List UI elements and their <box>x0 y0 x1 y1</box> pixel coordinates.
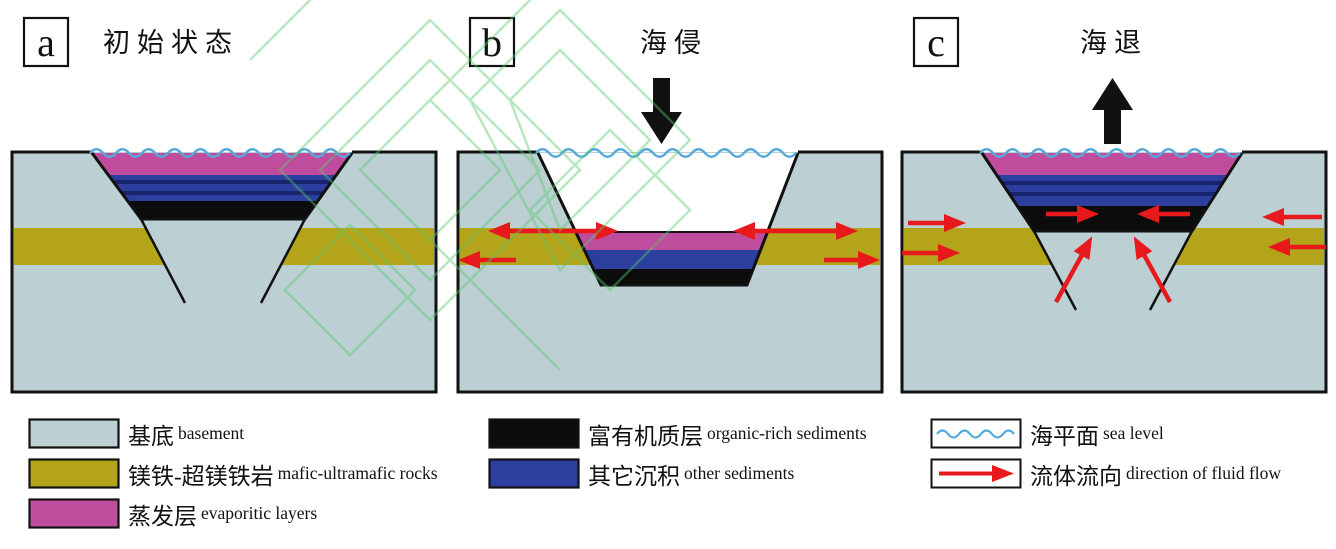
fluid-flow-swatch <box>930 458 1022 489</box>
sediment-stripe <box>982 181 1242 185</box>
panel-a: a 初始状态 <box>10 16 438 394</box>
basement-outline <box>456 150 884 394</box>
sea-level-wave <box>936 429 1015 439</box>
panel-c-letter: c <box>927 20 945 65</box>
legend-column-2: 富有机质层 organic-rich sediments 其它沉积 other … <box>488 418 867 498</box>
sea-level-line <box>535 148 797 158</box>
fluid-flow-arrow <box>1054 236 1093 304</box>
feeder-conduit <box>139 218 307 304</box>
sediment-stripe <box>92 180 352 184</box>
legend-basement-en: basement <box>178 423 245 443</box>
panel-a-title: 初始状态 <box>103 28 239 58</box>
fluid-flow-arrows <box>458 222 880 269</box>
basin-outline <box>980 152 1244 233</box>
other-sediments-swatch <box>488 458 580 489</box>
other-sediments-layer <box>982 175 1242 206</box>
panel-b-letter: b <box>482 20 502 65</box>
legend-item-evaporitic: 蒸发层 evaporitic layers <box>28 498 438 529</box>
legend-organic-zh: 富有机质层 <box>588 423 703 449</box>
panel-b-title: 海侵 <box>640 28 708 58</box>
fluid-flow-arrows <box>902 205 1326 304</box>
organic-rich-layer <box>538 269 798 285</box>
sediment-stripe <box>92 191 352 195</box>
mafic-ultramafic-swatch <box>28 458 120 489</box>
legend-item-sea-level: 海平面 sea level <box>930 418 1281 449</box>
legend: 基底 basement 镁铁-超镁铁岩 mafic-ultramafic roc… <box>0 406 1336 549</box>
basement-outline <box>900 150 1328 394</box>
sea-level-swatch <box>930 418 1022 449</box>
feeder-conduit <box>1032 230 1194 311</box>
legend-basement-zh: 基底 <box>128 423 174 449</box>
fluid-flow-arrow-head <box>992 465 1014 482</box>
other-sediments-layer <box>538 250 798 269</box>
evaporitic-layer <box>92 153 352 175</box>
panel-c-label: c <box>912 16 960 68</box>
sea-level-line <box>979 148 1241 158</box>
basin-outline <box>536 152 800 287</box>
legend-item-basement: 基底 basement <box>28 418 438 449</box>
legend-flow-en: direction of fluid flow <box>1126 463 1282 483</box>
sediment-stripe <box>982 192 1242 196</box>
evaporitic-layer <box>982 153 1242 175</box>
legend-mafic-zh: 镁铁-超镁铁岩 <box>128 463 274 489</box>
panel-a-letter: a <box>37 20 55 65</box>
transgression-down-arrow <box>641 78 682 144</box>
legend-evaporitic-zh: 蒸发层 <box>128 503 197 529</box>
organic-rich-layer <box>92 201 352 219</box>
legend-other-zh: 其它沉积 <box>588 463 680 489</box>
basement-outline <box>10 150 438 394</box>
basin-outline <box>90 152 354 221</box>
evaporitic-swatch <box>28 498 120 529</box>
sea-level-line <box>89 148 351 158</box>
legend-column-1: 基底 basement 镁铁-超镁铁岩 mafic-ultramafic roc… <box>28 418 438 538</box>
legend-flow-zh: 流体流向 <box>1030 463 1122 489</box>
basin-sediments <box>92 153 352 219</box>
panel-b-label: b <box>468 16 516 68</box>
panel-c: c 海退 <box>900 16 1328 394</box>
regression-up-arrow <box>1092 78 1133 144</box>
legend-other-en: other sediments <box>684 463 795 483</box>
fluid-flow-arrow <box>1133 236 1172 304</box>
panel-c-title: 海退 <box>1080 28 1148 58</box>
legend-item-organic-rich: 富有机质层 organic-rich sediments <box>488 418 867 449</box>
legend-sea-en: sea level <box>1103 423 1164 443</box>
basement-swatch <box>28 418 120 449</box>
other-sediments-layer <box>92 175 352 201</box>
organic-rich-swatch <box>488 418 580 449</box>
legend-item-fluid-flow: 流体流向 direction of fluid flow <box>930 458 1281 489</box>
legend-column-3: 海平面 sea level 流体流向 direction of fluid fl… <box>930 418 1281 498</box>
legend-evaporitic-en: evaporitic layers <box>201 503 318 523</box>
legend-mafic-en: mafic-ultramafic rocks <box>277 463 438 483</box>
legend-item-other-sediments: 其它沉积 other sediments <box>488 458 867 489</box>
legend-organic-en: organic-rich sediments <box>707 423 867 443</box>
panel-a-label: a <box>22 16 70 68</box>
legend-sea-zh: 海平面 <box>1030 423 1099 449</box>
panel-b: b 海侵 <box>456 16 884 394</box>
legend-item-mafic-ultramafic: 镁铁-超镁铁岩 mafic-ultramafic rocks <box>28 458 438 489</box>
